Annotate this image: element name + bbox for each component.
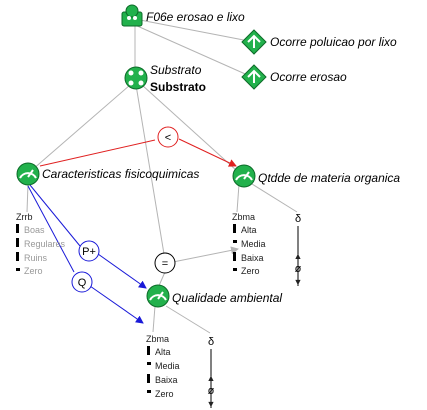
delta-symbol: δ — [295, 213, 301, 225]
quantity-space-materia: Zbma Alta Media Baixa Zero — [232, 212, 266, 276]
qs-value[interactable]: Zero — [241, 266, 260, 276]
qs-value[interactable]: Ruins — [24, 253, 48, 263]
substrato-label: Substrato — [150, 63, 202, 77]
qs-point-marker — [147, 346, 150, 355]
influence-badge[interactable] — [71, 271, 93, 293]
qs-point-marker — [233, 252, 236, 261]
link-scenario-poluicao — [139, 19, 255, 43]
link-materia-qs — [236, 183, 240, 213]
link-qualidade-qs — [152, 305, 156, 333]
quantity-caracteristicas-node[interactable]: Caracteristicas fisicoquimicas — [16, 162, 199, 186]
scenario-label: F06e erosao e lixo — [146, 10, 245, 24]
green-scenario-icon — [121, 4, 143, 27]
green-entity-icon — [124, 66, 148, 90]
link-substrato-materia — [141, 84, 237, 171]
qs-point-marker — [147, 374, 150, 383]
quantity-space-caracteristicas: Zrrb Boas Regulares Ruins Zero — [16, 212, 66, 276]
less-than-relation: < — [39, 126, 237, 167]
proportionality-symbol: P+ — [82, 246, 96, 258]
quantity-qualidade-node[interactable]: Qualidade ambiental — [146, 284, 282, 308]
qs-point-marker — [233, 224, 236, 233]
qs-value[interactable]: Alta — [241, 225, 257, 235]
less-than-badge[interactable] — [157, 126, 179, 148]
qs-point-marker — [16, 224, 19, 233]
down-arrow-icon[interactable]: ▼ — [294, 277, 303, 287]
influence-relation: Q — [27, 185, 144, 324]
caracteristicas-label: Caracteristicas fisicoquimicas — [42, 167, 199, 181]
green-gauge-icon — [146, 284, 170, 308]
qs-point-marker — [147, 390, 151, 393]
proportionality-badge[interactable] — [78, 240, 100, 262]
poluicao-label: Ocorre poluicao por lixo — [270, 35, 397, 49]
zero-symbol[interactable]: ø — [295, 263, 302, 275]
link-equal-zbma — [172, 246, 239, 263]
qs-point-marker — [233, 268, 237, 271]
qs-value[interactable]: Baixa — [155, 375, 178, 385]
link-substrato-equal — [135, 84, 165, 255]
up-arrow-icon[interactable]: ▲ — [294, 251, 303, 261]
influence-symbol: Q — [78, 277, 87, 289]
link-caracteristicas-qs — [26, 183, 29, 213]
qualidade-label: Qualidade ambiental — [172, 291, 282, 305]
link-scenario-erosao — [134, 24, 253, 78]
qs-value[interactable]: Boas — [24, 225, 45, 235]
green-diamond-process-icon — [241, 29, 267, 55]
quantity-materia-node[interactable]: Qtdde de materia organica — [232, 164, 400, 188]
less-than-symbol: < — [165, 132, 171, 144]
green-gauge-icon — [16, 162, 40, 186]
process-poluicao-node[interactable]: Ocorre poluicao por lixo — [241, 29, 397, 55]
qs-point-marker — [233, 240, 237, 243]
quantity-space-qualidade: Zbma Alta Media Baixa Zero — [146, 334, 180, 399]
qs-name: Zbma — [146, 334, 169, 344]
equal-badge[interactable] — [154, 252, 176, 274]
qs-point-marker — [16, 238, 19, 247]
process-erosao-node[interactable]: Ocorre erosao — [241, 64, 347, 90]
qs-value[interactable]: Baixa — [241, 253, 264, 263]
structure-lines — [26, 19, 298, 334]
equal-symbol: = — [162, 258, 168, 270]
qs-point-marker — [16, 268, 20, 271]
link-substrato-caracteristicas — [31, 84, 131, 171]
erosao-label: Ocorre erosao — [270, 70, 347, 84]
equal-relation: = — [154, 252, 176, 274]
qs-point-marker — [147, 362, 151, 365]
link-qualidade-derivative — [165, 305, 211, 334]
link-materia-derivative — [251, 183, 298, 213]
qs-value[interactable]: Media — [155, 361, 180, 371]
qs-value[interactable]: Media — [241, 239, 266, 249]
qs-value[interactable]: Regulares — [24, 239, 66, 249]
derivative-materia: δ ▲ ø ▼ — [294, 213, 303, 287]
derivative-qualidade: δ ▲ ø ▼ — [207, 336, 216, 409]
qs-value[interactable]: Zero — [24, 266, 43, 276]
qs-value[interactable]: Zero — [155, 389, 174, 399]
qs-name: Zrrb — [16, 212, 33, 222]
qs-point-marker — [16, 252, 19, 261]
delta-symbol: δ — [208, 336, 214, 348]
qs-name: Zbma — [232, 212, 255, 222]
qs-value[interactable]: Alta — [155, 347, 171, 357]
down-arrow-icon[interactable]: ▼ — [207, 399, 216, 409]
zero-symbol[interactable]: ø — [208, 385, 215, 397]
scenario-node[interactable]: F06e erosao e lixo — [121, 4, 245, 27]
substrato-sublabel: Substrato — [150, 80, 206, 94]
materia-label: Qtdde de materia organica — [258, 171, 400, 185]
green-diamond-process-icon — [241, 64, 267, 90]
proportionality-relation: P+ — [29, 184, 147, 289]
up-arrow-icon[interactable]: ▲ — [207, 373, 216, 383]
green-gauge-icon — [232, 164, 256, 188]
entity-substrato-node[interactable]: Substrato Substrato — [124, 63, 206, 94]
